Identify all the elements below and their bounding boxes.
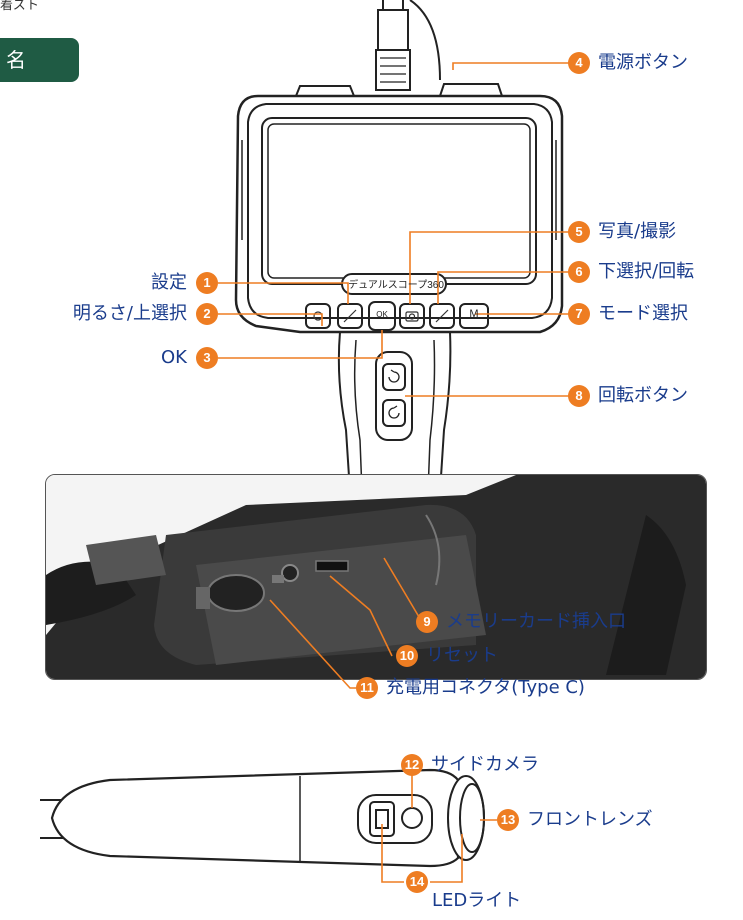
label-down-select-rotate: 下選択/回転 — [598, 261, 695, 282]
callout-number-14: 14 — [406, 871, 428, 893]
label-mode-select: モード選択 — [598, 303, 688, 324]
callout-number-8: 8 — [568, 385, 590, 407]
callout-number-6: 6 — [568, 261, 590, 283]
callout-number-13: 13 — [497, 809, 519, 831]
callout-number-5: 5 — [568, 221, 590, 243]
callout-number-12: 12 — [401, 754, 423, 776]
label-led-light: LEDライト — [432, 890, 522, 911]
label-front-lens: フロントレンズ — [527, 809, 653, 830]
ok-button: OK — [376, 310, 388, 319]
label-settings: 設定 — [151, 272, 187, 293]
side-view-photo — [45, 474, 707, 680]
mode-button: M — [469, 308, 479, 320]
callout-number-2: 2 — [196, 303, 218, 325]
label-brightness-up: 明るさ/上選択 — [72, 303, 187, 324]
label-photo-record: 写真/撮影 — [598, 221, 677, 242]
label-memory-card-slot: メモリーカード挿入口 — [446, 611, 626, 632]
label-power-button: 電源ボタン — [598, 52, 688, 73]
label-charging-connector: 充電用コネクタ(Type C) — [386, 677, 585, 698]
label-rotate-button: 回転ボタン — [598, 385, 688, 406]
callout-number-11: 11 — [356, 677, 378, 699]
callout-number-1: 1 — [196, 272, 218, 294]
section-title: 名 称 — [0, 38, 79, 116]
side-view-illustration — [46, 475, 706, 679]
callout-number-3: 3 — [196, 347, 218, 369]
label-reset: リセット — [426, 645, 498, 666]
label-ok: OK — [161, 347, 187, 368]
callout-number-9: 9 — [416, 611, 438, 633]
callout-number-4: 4 — [568, 52, 590, 74]
page-corner-text: 着ズト — [0, 0, 40, 13]
screen-label: デュアルスコープ360 — [348, 280, 444, 291]
callout-number-7: 7 — [568, 303, 590, 325]
label-side-camera: サイドカメラ — [431, 754, 539, 775]
callout-number-10: 10 — [396, 645, 418, 667]
